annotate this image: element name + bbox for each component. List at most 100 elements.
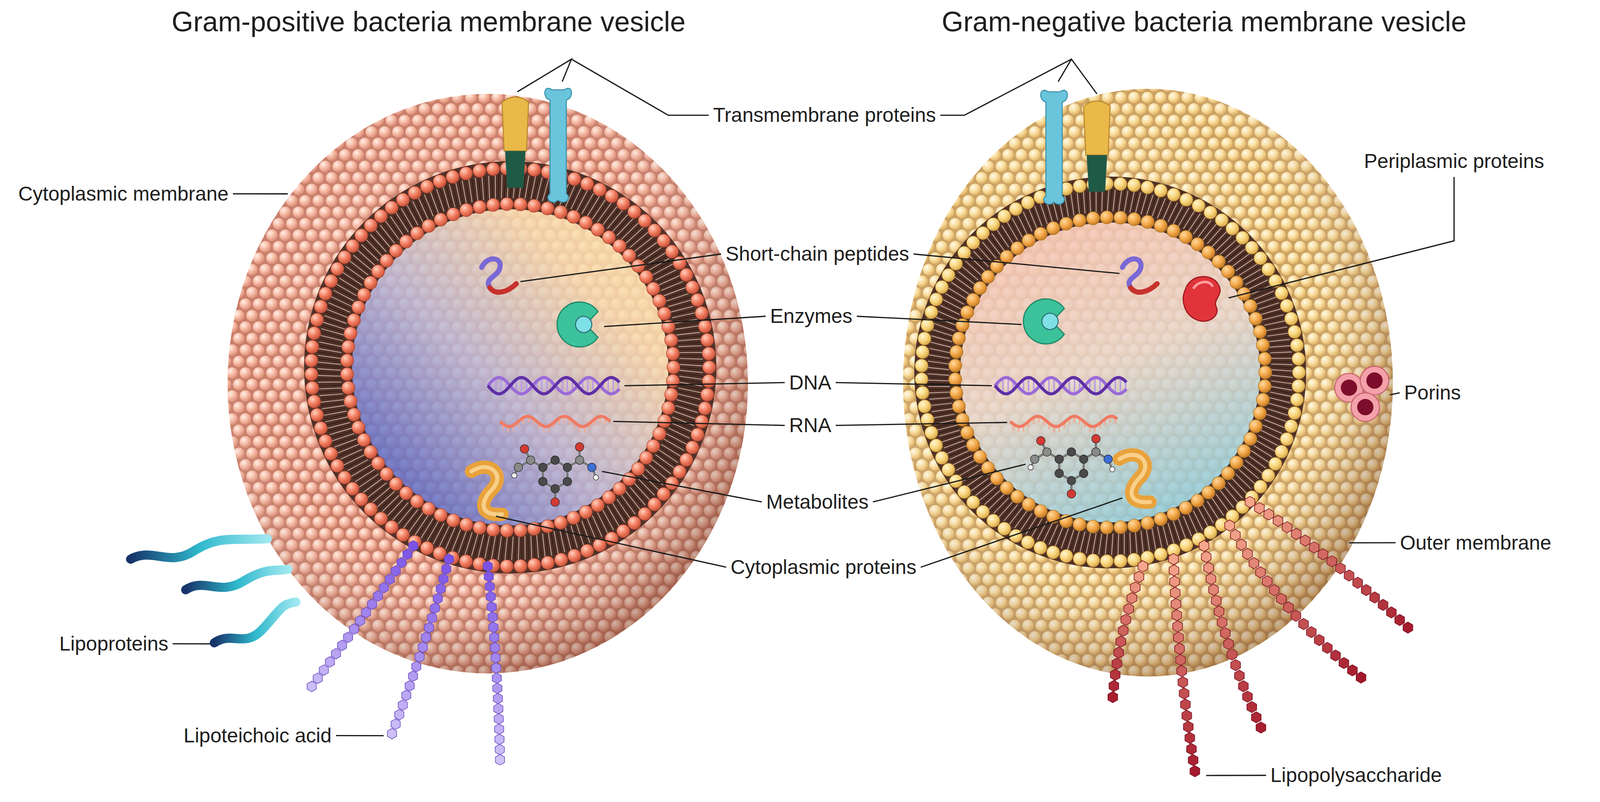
membrane-bilayer	[1170, 521, 1177, 543]
membrane-bilayer	[1239, 469, 1256, 485]
lipopolysaccharide-chain	[1224, 520, 1235, 532]
membrane-bilayer	[677, 339, 702, 341]
membrane-bilayer	[371, 457, 385, 471]
membrane-bilayer	[929, 292, 943, 306]
membrane-bilayer	[548, 532, 552, 556]
membrane-bilayer	[966, 236, 980, 250]
membrane-bilayer	[1046, 545, 1060, 559]
membrane-bilayer	[343, 394, 357, 408]
membrane-bilayer	[551, 531, 555, 555]
lipopolysaccharide-chain	[1182, 710, 1192, 722]
membrane-bilayer	[1261, 262, 1275, 276]
leader-line	[520, 254, 722, 282]
membrane-bilayer	[665, 290, 688, 299]
membrane-bilayer	[1113, 520, 1127, 534]
metabolite-molecule	[514, 463, 523, 472]
membrane-bilayer	[1271, 378, 1293, 381]
membrane-bilayer	[320, 332, 344, 339]
membrane-bilayer	[1086, 191, 1088, 213]
membrane-bilayer	[658, 449, 679, 463]
lipopolysaccharide-chain	[1338, 657, 1349, 669]
membrane-bilayer	[1269, 397, 1291, 404]
membrane-bilayer	[1209, 499, 1222, 518]
lipoteichoic-acid-chain	[427, 612, 437, 624]
membrane-bilayer	[338, 470, 352, 485]
membrane-bilayer	[952, 279, 971, 292]
lipoteichoic-acid-chain	[483, 561, 505, 766]
membrane-bilayer	[1132, 532, 1134, 554]
membrane-bilayer	[1135, 192, 1141, 214]
membrane-bilayer	[433, 213, 448, 227]
metabolite-molecule	[520, 444, 529, 454]
vesicle-node: Gram-positive bacteria membrane vesicle	[122, 0, 735, 705]
membrane-bilayer	[352, 467, 374, 480]
lipopolysaccharide-chain	[1177, 676, 1188, 689]
lipopolysaccharide-chain	[1344, 570, 1354, 582]
membrane-bilayer	[1173, 521, 1180, 542]
membrane-bilayer	[931, 332, 953, 339]
membrane-bilayer	[988, 494, 1005, 509]
membrane-bilayer	[1248, 455, 1266, 469]
membrane-bilayer	[354, 492, 368, 506]
membrane-bilayer	[955, 318, 969, 332]
membrane-bilayer	[664, 333, 678, 347]
membrane-bilayer	[1092, 190, 1094, 212]
membrane-bilayer	[1079, 531, 1086, 553]
membrane-bilayer	[443, 186, 450, 210]
enzyme-shape	[557, 302, 599, 347]
metabolite-molecule	[1079, 469, 1089, 478]
membrane-bilayer	[542, 533, 545, 558]
membrane-bilayer	[1149, 195, 1157, 217]
membrane-bilayer	[422, 219, 436, 233]
membrane-bilayer	[1291, 352, 1305, 366]
membrane-bilayer	[976, 505, 990, 519]
membrane-bilayer	[612, 482, 626, 496]
lipopolysaccharide-chain	[1236, 539, 1247, 551]
metabolite-molecule	[1109, 467, 1115, 473]
membrane-bilayer	[367, 483, 387, 498]
membrane-bilayer	[319, 434, 333, 448]
membrane-bilayer	[1218, 238, 1234, 253]
membrane-bilayer	[698, 401, 712, 415]
lipopolysaccharide-chain	[1206, 573, 1216, 585]
lipopolysaccharide-chain	[1126, 592, 1137, 605]
membrane-bilayer	[1014, 510, 1028, 528]
membrane-bilayer	[607, 210, 623, 229]
membrane-bilayer	[1271, 372, 1293, 375]
lipoteichoic-acid-chain	[430, 602, 440, 614]
membrane-bilayer	[1245, 241, 1259, 255]
lipopolysaccharide-chain	[1107, 496, 1413, 777]
membrane-bilayer	[1154, 197, 1163, 218]
lipopolysaccharide-chain	[1242, 548, 1253, 560]
membrane-bilayer	[366, 239, 383, 257]
membrane-bilayer	[518, 536, 520, 561]
membrane-bilayer	[478, 534, 485, 558]
leader-line	[940, 59, 1072, 116]
membrane-bilayer	[324, 315, 347, 324]
membrane-bilayer	[337, 281, 359, 294]
part-label: Cytoplasmic membrane	[18, 182, 229, 206]
membrane-bilayer	[949, 345, 963, 359]
membrane-bilayer	[921, 318, 935, 332]
membrane-bilayer	[666, 360, 680, 374]
leader-line	[913, 254, 1120, 274]
leader-line	[835, 382, 992, 386]
membrane-bilayer	[491, 175, 493, 199]
membrane-bilayer	[675, 329, 700, 333]
membrane-bilayer	[605, 208, 620, 227]
membrane-bilayer	[1267, 408, 1288, 416]
membrane-bilayer	[984, 490, 1001, 505]
membrane-bilayer	[676, 336, 701, 339]
membrane-bilayer	[678, 352, 703, 353]
lipopolysaccharide-chain	[1247, 701, 1257, 713]
membrane-bilayer	[1235, 258, 1254, 272]
membrane-bilayer	[527, 163, 541, 177]
membrane-bilayer	[933, 326, 955, 334]
membrane-bilayer	[959, 268, 977, 283]
membrane-bilayer	[622, 248, 636, 263]
membrane-bilayer	[324, 447, 338, 461]
membrane-bilayer	[673, 411, 696, 420]
membrane-bilayer	[648, 497, 662, 511]
membrane-bilayer	[990, 471, 1004, 485]
membrane-bilayer	[671, 309, 695, 315]
